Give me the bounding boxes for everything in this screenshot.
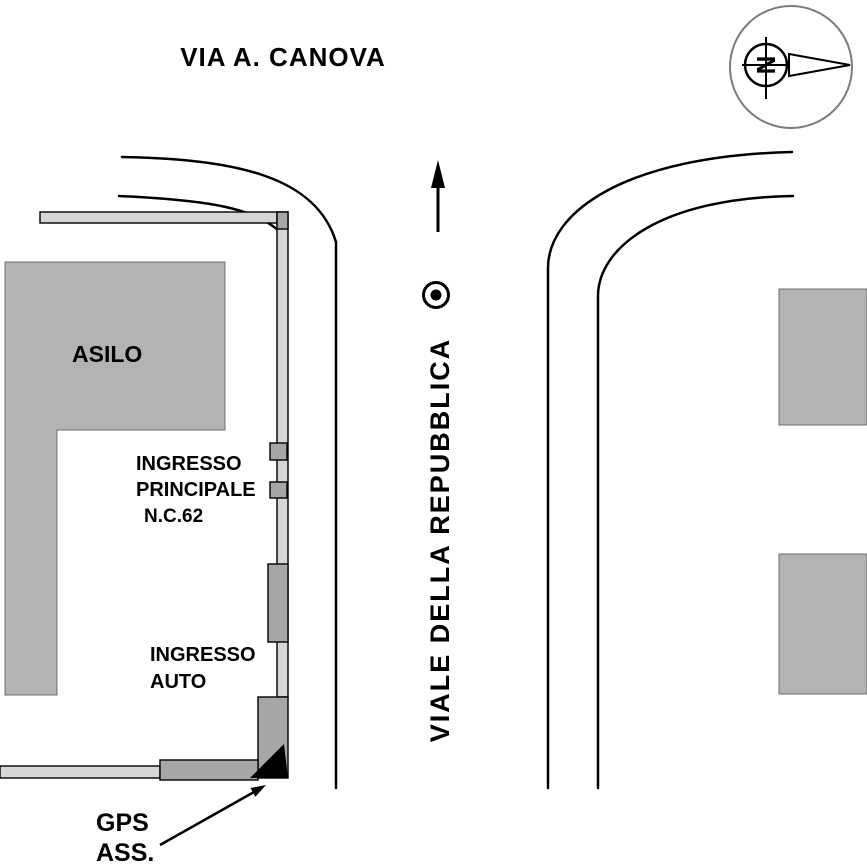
main-entrance-line1: INGRESSO xyxy=(136,453,242,475)
wall-bottom-thin xyxy=(0,765,161,779)
street-name-via-canova: VIA A. CANOVA xyxy=(180,42,386,72)
gps-label-line2: ASS. xyxy=(96,839,154,867)
traffic-dot-center xyxy=(430,289,442,301)
gps-callout: GPS ASS. xyxy=(96,785,266,867)
compass-ring xyxy=(729,5,853,129)
street-name-viale-repubblica: VIALE DELLA REPUBBLICA xyxy=(425,338,455,743)
auto-entrance-line1: INGRESSO xyxy=(150,644,256,666)
road-curb-right-outer xyxy=(546,150,794,790)
gps-label-line1: GPS xyxy=(96,809,149,837)
wall-top xyxy=(39,211,279,224)
auto-entrance-label: INGRESSO AUTO xyxy=(150,644,256,693)
compass-hub-circle xyxy=(743,42,789,88)
compass-needle xyxy=(788,52,851,78)
main-entrance-line2: PRINCIPALE xyxy=(136,479,256,501)
gate-auto xyxy=(267,563,289,643)
gps-arrow-shaft xyxy=(159,790,255,847)
gate-main-lower xyxy=(269,481,288,499)
main-entrance-label: INGRESSO PRINCIPALE N.C.62 xyxy=(136,453,256,527)
compass-north-letter: N xyxy=(751,56,781,75)
wall-top-corner xyxy=(276,211,289,230)
traffic-dot-icon xyxy=(422,281,450,309)
building-asilo-label: ASILO xyxy=(72,341,142,367)
auto-entrance-line2: AUTO xyxy=(150,671,206,693)
gps-point-marker xyxy=(250,744,288,778)
road-curb-left-outer xyxy=(120,155,338,790)
main-entrance-line3: N.C.62 xyxy=(144,506,203,527)
direction-arrow-icon xyxy=(431,160,445,232)
direction-arrow-head xyxy=(431,160,445,188)
road-curb-left-inner xyxy=(117,194,286,238)
gps-arrow-head xyxy=(250,785,266,797)
gate-main-upper xyxy=(269,442,288,461)
building-right-upper xyxy=(778,288,867,426)
north-compass-icon: N xyxy=(729,5,853,129)
road-curb-right-inner xyxy=(596,194,795,790)
wall-bottom-thick xyxy=(159,759,259,781)
building-right-lower xyxy=(778,553,867,695)
building-asilo xyxy=(4,261,226,696)
